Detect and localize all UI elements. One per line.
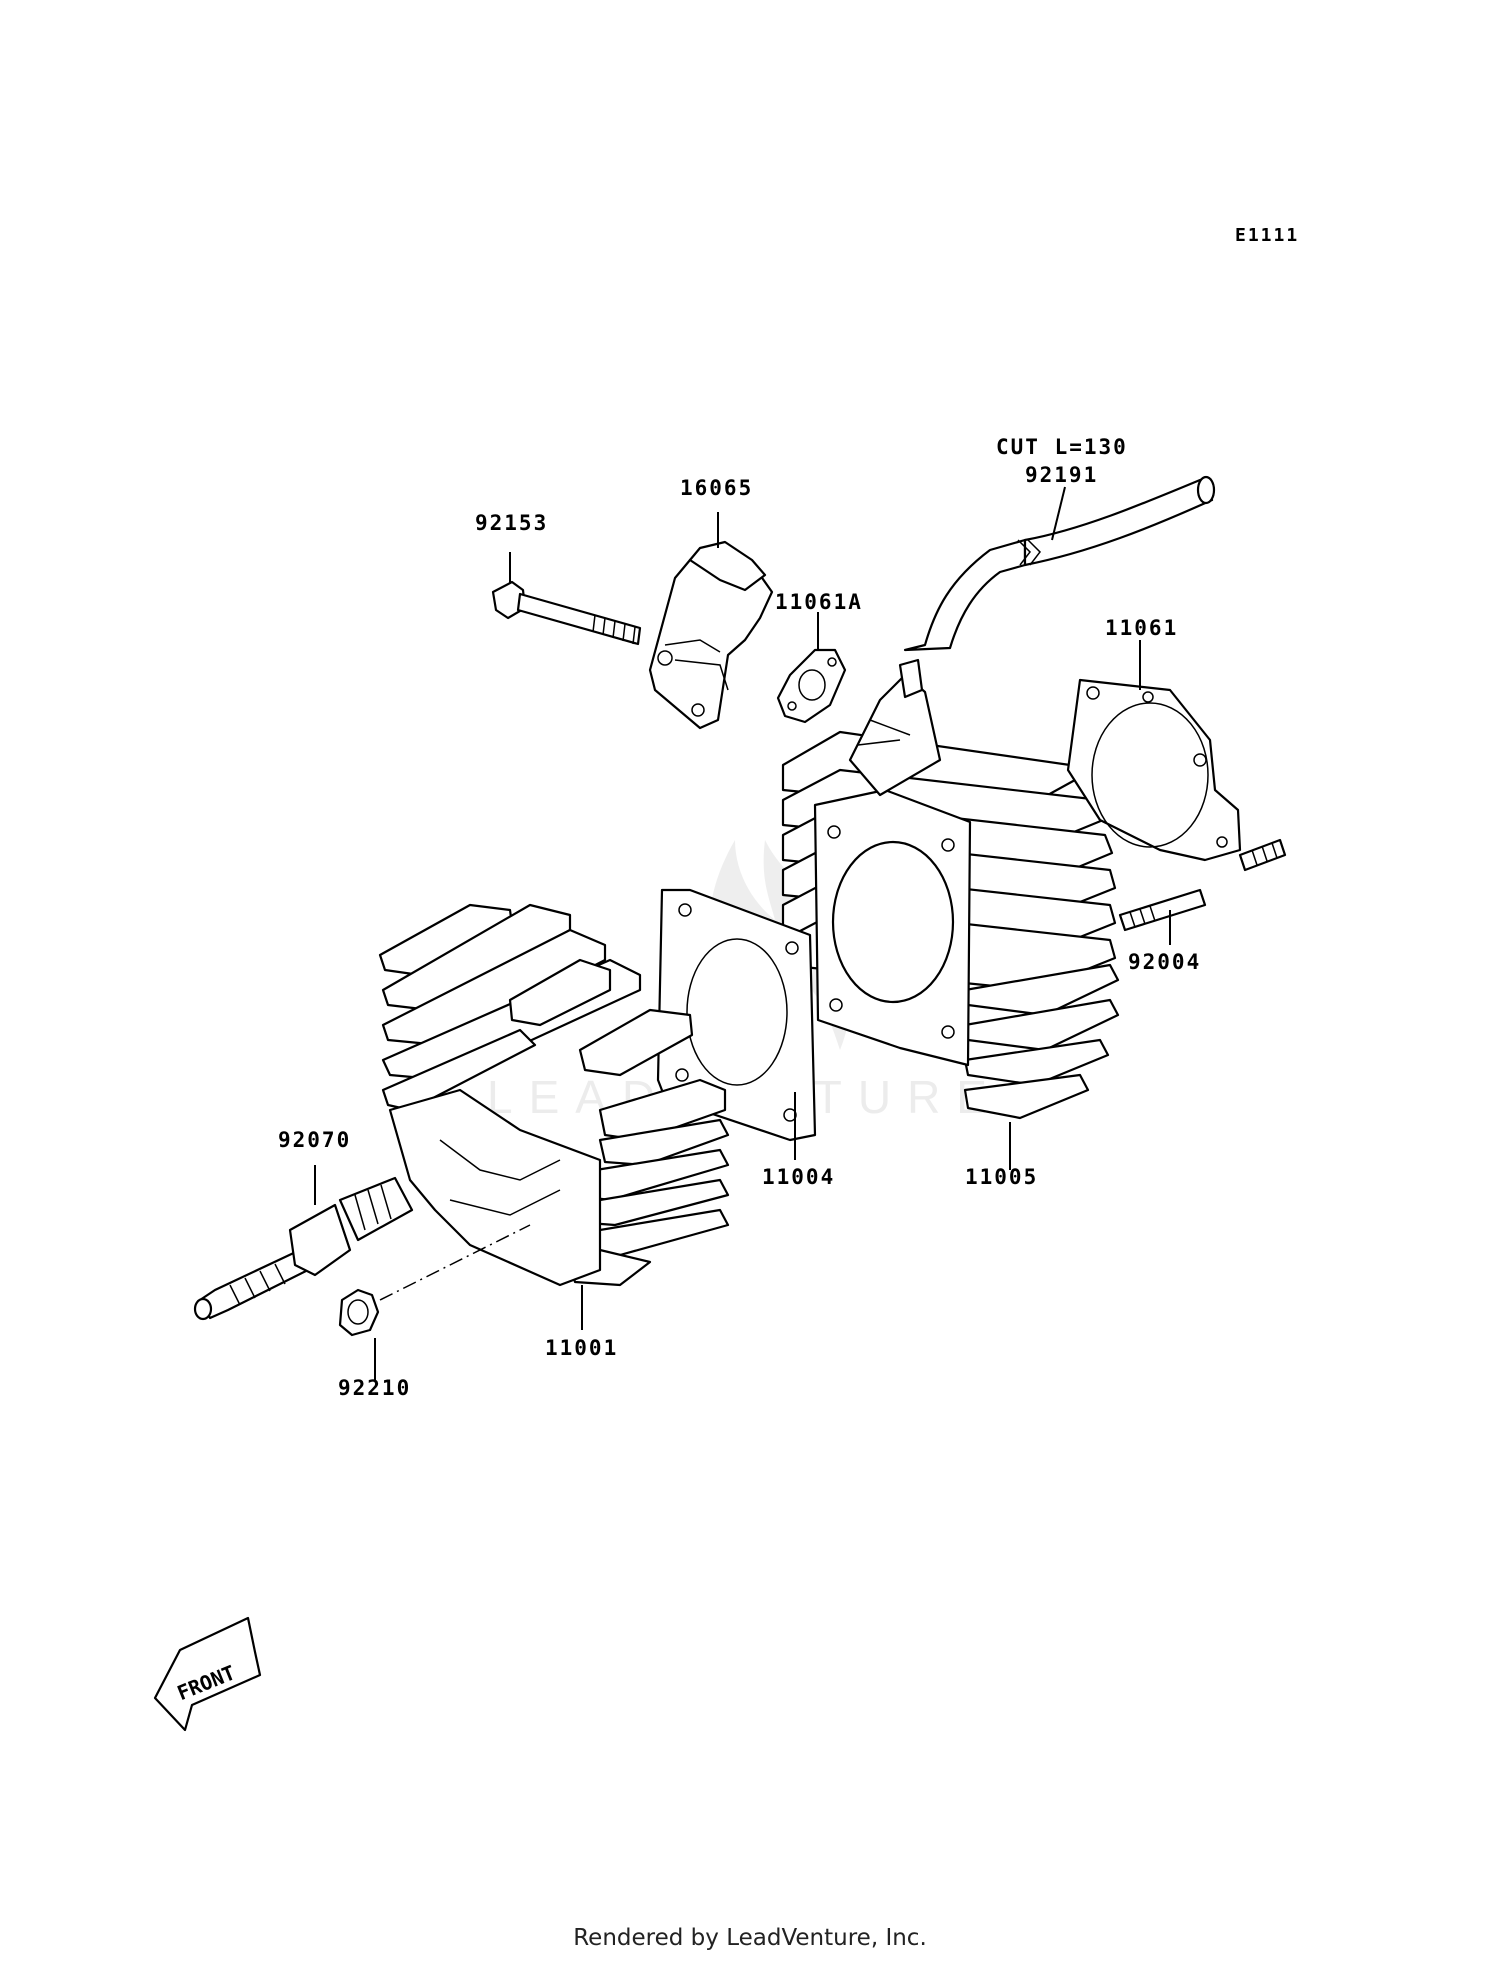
base-gasket-11061 — [1066, 640, 1242, 862]
front-direction-arrow: FRONT — [153, 1616, 262, 1732]
part-label-11001: 11001 — [545, 1336, 619, 1360]
part-label-92153: 92153 — [475, 511, 549, 535]
part-label-11005: 11005 — [965, 1165, 1039, 1189]
intake-elbow-16065 — [648, 512, 774, 730]
cylinder-head-11001 — [378, 903, 730, 1330]
bolt-92153 — [491, 552, 642, 646]
part-label-92004: 92004 — [1128, 950, 1202, 974]
part-label-92210: 92210 — [338, 1376, 412, 1400]
studs-92004 — [1118, 838, 1287, 945]
part-label-16065: 16065 — [680, 476, 754, 500]
head-gasket-11004 — [656, 888, 817, 1160]
spark-plug-92070 — [193, 1165, 414, 1321]
part-label-11004: 11004 — [762, 1165, 836, 1189]
part-label-11061A: 11061A — [775, 590, 863, 614]
nut-92210 — [338, 1288, 380, 1380]
footer-credit: Rendered by LeadVenture, Inc. — [573, 1925, 927, 1951]
cylinder-11005 — [781, 658, 1120, 1170]
part-label-92070: 92070 — [278, 1128, 352, 1152]
part-label-92191: 92191 — [1025, 463, 1099, 487]
hose-92191 — [903, 475, 1216, 652]
gasket-11061A — [776, 612, 847, 724]
diagram-code: E1111 — [1235, 225, 1300, 246]
part-label-11061: 11061 — [1105, 616, 1179, 640]
cut-length-note: CUT L=130 — [996, 435, 1128, 459]
assembly-centerline — [379, 1224, 531, 1301]
